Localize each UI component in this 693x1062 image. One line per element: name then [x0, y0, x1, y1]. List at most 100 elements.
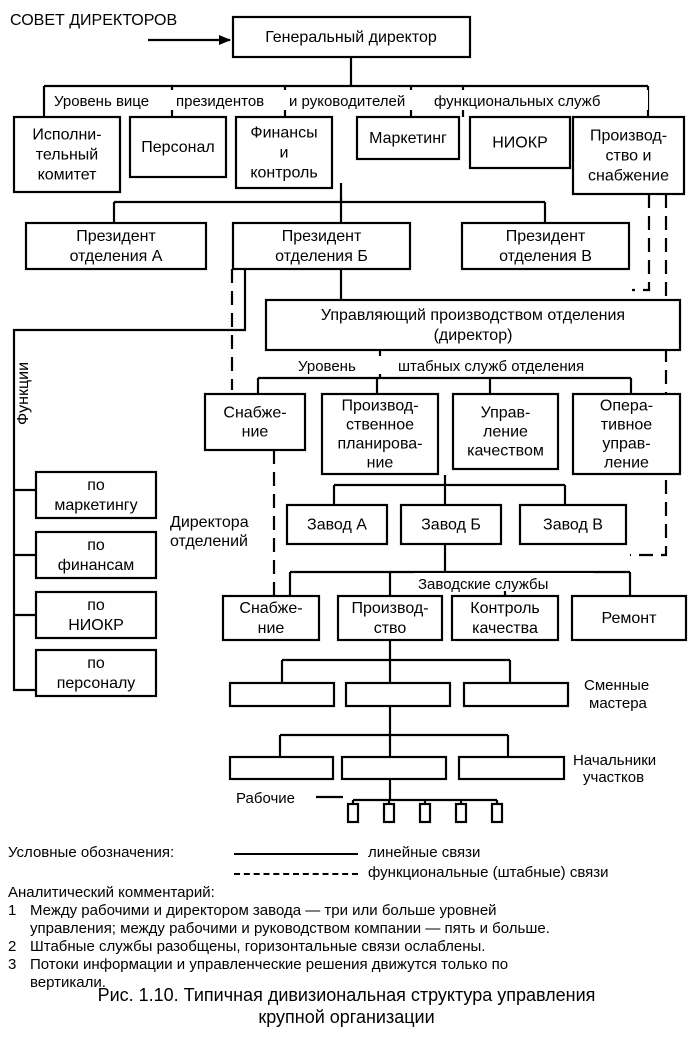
functions-line: [12, 269, 247, 692]
plant-service-label-2: Производ-: [351, 600, 428, 617]
staff-label-2: ние: [367, 455, 394, 472]
function-box-3: [34, 590, 158, 640]
vp-label-2: Персонал: [141, 139, 214, 156]
function-box-1: [34, 470, 158, 520]
staff-label-3: ление: [483, 424, 528, 441]
caption-line1: Рис. 1.10. Типичная дивизиональная струк…: [97, 985, 596, 1005]
worker-box-1: [346, 802, 360, 824]
legend-dashed: функциональные (штабные) связи: [8, 864, 688, 884]
commentary-item-2-line1: Штабные службы разобщены, горизонтальные…: [30, 938, 486, 955]
legend-title: Условные обозначения:: [8, 844, 175, 861]
plant-service-box-4: [570, 594, 688, 642]
notes-section: Условные обозначения: линейные связи фун…: [8, 844, 688, 992]
plant-service-box-1: [221, 594, 321, 642]
commentary-item-1-line1: Между рабочими и директором завода — три…: [30, 902, 497, 919]
function-label-4: персоналу: [57, 675, 136, 692]
staff-label-3: Управ-: [481, 405, 531, 422]
svg-text:и руководителей: и руководителей: [289, 93, 405, 110]
staff-label-4: ление: [604, 455, 649, 472]
vp-box-3: [234, 115, 334, 190]
plant-service-label-1: ние: [258, 620, 285, 637]
vp-label-1: Исполни-: [32, 127, 101, 144]
president-label-1: Президент: [76, 228, 156, 245]
vp-label-1: тельный: [36, 147, 98, 164]
svg-text:Заводские службы: Заводские службы: [418, 576, 548, 593]
functions-label: Функции: [15, 362, 32, 425]
svg-text:функциональных служб: функциональных служб: [434, 93, 600, 110]
president-box-3: [460, 221, 631, 271]
function-label-4: по: [87, 655, 105, 672]
staff-label-4: управ-: [602, 436, 650, 453]
vp-level-label: Уровень вице президентов и руководителей…: [50, 90, 648, 110]
president-box-1: [24, 221, 208, 271]
plant-box-3: [518, 503, 628, 546]
staff-label-1: ние: [242, 424, 269, 441]
plant-service-label-3: Контроль: [470, 600, 540, 617]
commentary-item-1-line2: управления; между рабочими и руководство…: [30, 920, 550, 937]
ceo-label: Генеральный директор: [265, 29, 437, 46]
president-label-3: Президент: [506, 228, 586, 245]
caption-line2: крупной организации: [258, 1007, 435, 1027]
staff-box-3: [451, 392, 560, 471]
legend-functional-links: функциональные (штабные) связи: [368, 864, 609, 881]
shift-masters-line2: мастера: [589, 695, 648, 712]
vp-label-6: Производ-: [590, 128, 667, 145]
function-label-3: по: [87, 597, 105, 614]
worker-box-4: [454, 802, 468, 824]
function-label-2: финансам: [58, 557, 135, 574]
division-directors-line2: отделений: [170, 533, 248, 550]
function-label-1: по: [87, 477, 105, 494]
functional-link-production-vp: [632, 194, 651, 292]
division-manager-box: [264, 298, 682, 352]
plant-service-box-3: [450, 594, 560, 642]
vp-label-3: контроль: [250, 165, 317, 182]
function-box-2: [34, 530, 158, 580]
staff-label-1: Снабже-: [223, 405, 286, 422]
legend-line-links: линейные связи: [368, 844, 481, 861]
staff-level-label: Уровень штабных служб отделения: [296, 356, 632, 375]
division-directors-line1: Директора: [170, 514, 249, 531]
shift-masters-line1: Сменные: [584, 677, 649, 694]
vp-label-1: комитет: [38, 167, 98, 184]
workers-label: Рабочие: [236, 790, 295, 807]
solid-line-sample: [234, 853, 358, 855]
vp-label-3: и: [280, 145, 289, 162]
staff-label-2: ственное: [346, 417, 414, 434]
plant-service-label-3: качества: [472, 620, 538, 637]
worker-box-5: [490, 802, 504, 824]
section-heads-line1: Начальники: [573, 752, 656, 769]
commentary-item-3-line2: вертикали.: [30, 974, 106, 991]
svg-text:Уровень: Уровень: [298, 358, 356, 375]
vp-label-5: НИОКР: [492, 135, 548, 152]
legend-solid: Условные обозначения: линейные связи: [8, 844, 688, 864]
vp-label-3: Финансы: [250, 125, 317, 142]
division-manager-line2: (директор): [434, 327, 513, 344]
vp-label-6: снабжение: [588, 168, 669, 185]
plant-label-3: Завод В: [543, 517, 603, 534]
shift-master-box: [344, 681, 452, 708]
division-manager-line1: Управляющий производством отделения: [321, 307, 625, 324]
plant-service-box-2: [336, 594, 444, 642]
president-label-2: отделения Б: [275, 248, 368, 265]
function-label-2: по: [87, 537, 105, 554]
president-label-2: Президент: [282, 228, 362, 245]
staff-box-4: [571, 392, 682, 476]
svg-text:президентов: президентов: [176, 93, 264, 110]
function-label-3: НИОКР: [68, 617, 124, 634]
vp-box-2: [128, 115, 228, 179]
section-head-box: [340, 755, 448, 781]
section-head-box: [228, 755, 335, 781]
org-structure-diagram: СОВЕТ ДИРЕКТОРОВ Генеральный директор Ур…: [10, 12, 688, 824]
plant-service-label-1: Снабже-: [239, 600, 302, 617]
vp-box-6: [571, 115, 686, 196]
staff-label-2: Производ-: [341, 398, 418, 415]
dashed-line-sample: [234, 873, 358, 875]
staff-label-4: тивное: [601, 417, 653, 434]
function-label-1: маркетингу: [54, 497, 137, 514]
plant-service-label-2: ство: [374, 620, 407, 637]
figure-caption: Рис. 1.10. Типичная дивизиональная струк…: [0, 984, 693, 1028]
svg-text:штабных служб отделения: штабных служб отделения: [398, 358, 584, 375]
vp-box-4: [355, 115, 461, 161]
staff-box-1: [203, 392, 307, 452]
staff-box-2: [320, 392, 440, 476]
